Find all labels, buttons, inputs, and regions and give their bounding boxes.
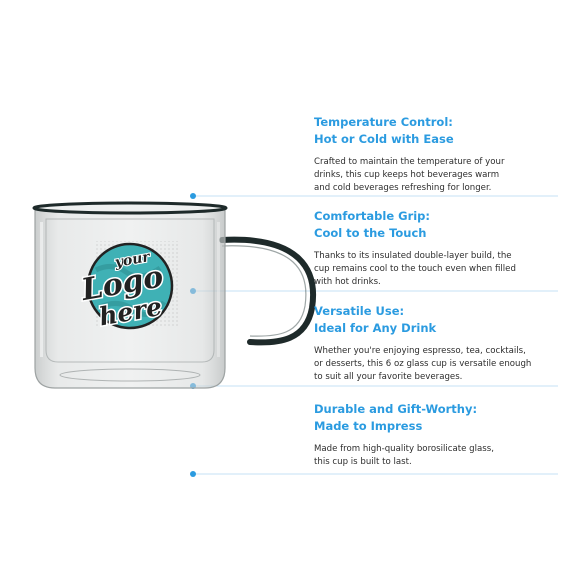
feature-desc-line: and cold beverages refreshing for longer…	[314, 183, 492, 193]
feature-title-line1: Comfortable Grip:	[314, 209, 431, 223]
feature-desc-line: Crafted to maintain the temperature of y…	[314, 157, 505, 167]
mug-handle	[219, 236, 316, 346]
mug-rim	[32, 201, 228, 215]
feature-desc-line: this cup is built to last.	[314, 457, 412, 467]
feature-description: Thanks to its insulated double-layer bui…	[314, 250, 564, 289]
feature-title-line2: Ideal for Any Drink	[314, 321, 437, 335]
feature-title-line1: Versatile Use:	[314, 304, 405, 318]
divider-dot	[190, 193, 196, 199]
feature-desc-line: Thanks to its insulated double-layer bui…	[314, 251, 512, 261]
feature-desc-line: Made from high-quality borosilicate glas…	[314, 444, 494, 454]
feature-comfortable-grip: Comfortable Grip: Cool to the Touch Than…	[314, 208, 564, 289]
feature-versatile-use: Versatile Use: Ideal for Any Drink Wheth…	[314, 303, 564, 384]
feature-title: Comfortable Grip: Cool to the Touch	[314, 208, 564, 242]
logo-placeholder: your Logo here	[76, 241, 180, 333]
feature-title: Durable and Gift-Worthy: Made to Impress	[314, 401, 564, 435]
feature-title-line2: Made to Impress	[314, 419, 423, 433]
feature-description: Crafted to maintain the temperature of y…	[314, 156, 564, 195]
feature-description: Whether you're enjoying espresso, tea, c…	[314, 345, 564, 384]
feature-desc-line: drinks, this cup keeps hot beverages war…	[314, 170, 500, 180]
feature-durable-gift-worthy: Durable and Gift-Worthy: Made to Impress…	[314, 401, 564, 469]
feature-title: Versatile Use: Ideal for Any Drink	[314, 303, 564, 337]
feature-description: Made from high-quality borosilicate glas…	[314, 443, 564, 469]
divider-dot	[190, 471, 196, 477]
feature-desc-line: Whether you're enjoying espresso, tea, c…	[314, 346, 526, 356]
feature-desc-line: cup remains cool to the touch even when …	[314, 264, 516, 274]
feature-title-line2: Cool to the Touch	[314, 226, 427, 240]
feature-title-line1: Temperature Control:	[314, 115, 453, 129]
feature-title-line1: Durable and Gift-Worthy:	[314, 402, 478, 416]
feature-desc-line: or desserts, this 6 oz glass cup is vers…	[314, 359, 532, 369]
feature-temperature-control: Temperature Control: Hot or Cold with Ea…	[314, 114, 564, 195]
feature-desc-line: to suit all your favorite beverages.	[314, 372, 463, 382]
feature-title-line2: Hot or Cold with Ease	[314, 132, 454, 146]
feature-title: Temperature Control: Hot or Cold with Ea…	[314, 114, 564, 148]
feature-desc-line: with hot drinks.	[314, 277, 381, 287]
